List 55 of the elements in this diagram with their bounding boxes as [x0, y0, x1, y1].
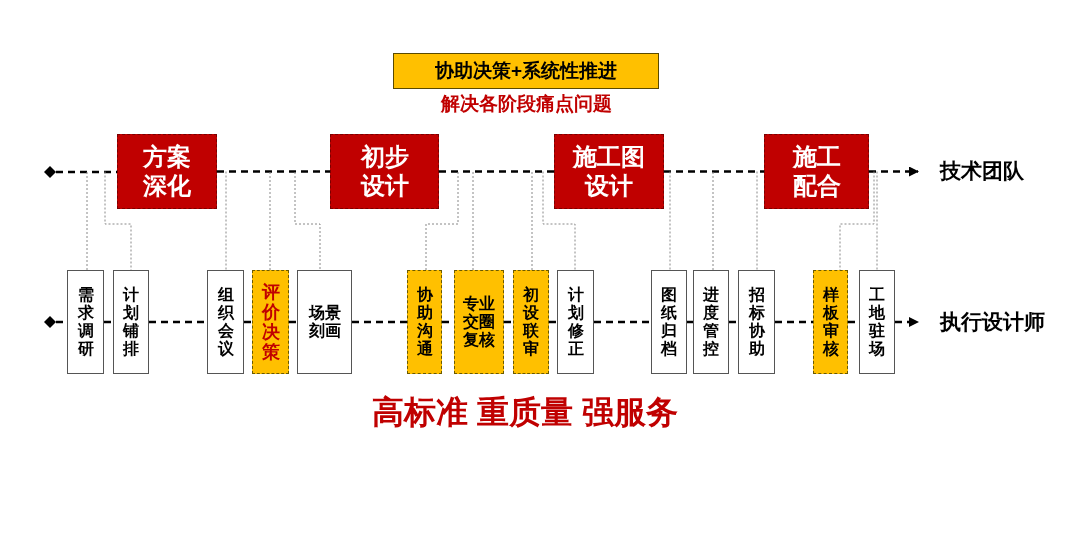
leader-line [712, 171, 714, 271]
highlighted-task-box: 样板审核 [813, 270, 848, 374]
timeline-line [149, 320, 207, 324]
highlighted-task-box: 专业交圈复核 [454, 270, 504, 374]
task-box: 图纸归档 [651, 270, 687, 374]
leader-line [542, 171, 576, 271]
task-box: 工地驻场 [859, 270, 895, 374]
timeline-line [217, 170, 330, 173]
timeline-line [104, 320, 113, 324]
timeline-line [687, 320, 693, 324]
timeline-line [352, 320, 407, 324]
timeline-arrow [869, 166, 919, 177]
task-box: 进度管控 [693, 270, 729, 374]
leader-line [756, 171, 758, 271]
diamond-marker [44, 166, 56, 178]
highlighted-task-box: 初设联审 [513, 270, 549, 374]
team-label: 技术团队 [918, 156, 1048, 186]
leader-line [876, 171, 878, 271]
task-box: 招标协助 [738, 270, 775, 374]
slogan: 高标准 重质量 强服务 [371, 393, 679, 432]
leader-line [86, 171, 88, 271]
timeline-line [549, 320, 557, 324]
goal-box: 协助决策+系统性推进 [393, 53, 659, 89]
task-box: 场景刻画 [297, 270, 352, 374]
timeline-line [729, 320, 738, 324]
timeline-line [664, 170, 764, 173]
highlighted-task-box: 评价决策 [252, 270, 289, 374]
team-label: 执行设计师 [918, 306, 1058, 338]
phase-box: 初步设计 [330, 134, 439, 209]
phase-box: 方案深化 [117, 134, 217, 209]
task-box: 计划铺排 [113, 270, 149, 374]
timeline-line [594, 320, 651, 324]
timeline-line [289, 320, 297, 324]
timeline-arrow [895, 317, 919, 327]
leader-line [531, 171, 533, 271]
phase-box: 施工配合 [764, 134, 869, 209]
timeline-line [775, 320, 813, 324]
leader-line [269, 171, 271, 271]
timeline-line [244, 320, 252, 324]
task-box: 组织会议 [207, 270, 244, 374]
leader-line [104, 171, 132, 271]
task-box: 需求调研 [67, 270, 104, 374]
leader-line [839, 171, 875, 271]
task-box: 计划修正 [557, 270, 594, 374]
leader-line [425, 171, 459, 271]
leader-line [669, 171, 671, 271]
diamond-marker [44, 316, 56, 328]
timeline-line [504, 320, 513, 324]
timeline-line [439, 170, 554, 173]
highlighted-task-box: 协助沟通 [407, 270, 442, 374]
phase-box: 施工图设计 [554, 134, 664, 209]
leader-line [225, 171, 227, 271]
leader-line [294, 171, 321, 271]
subtitle: 解决各阶段痛点问题 [439, 92, 613, 116]
leader-line [472, 171, 474, 271]
